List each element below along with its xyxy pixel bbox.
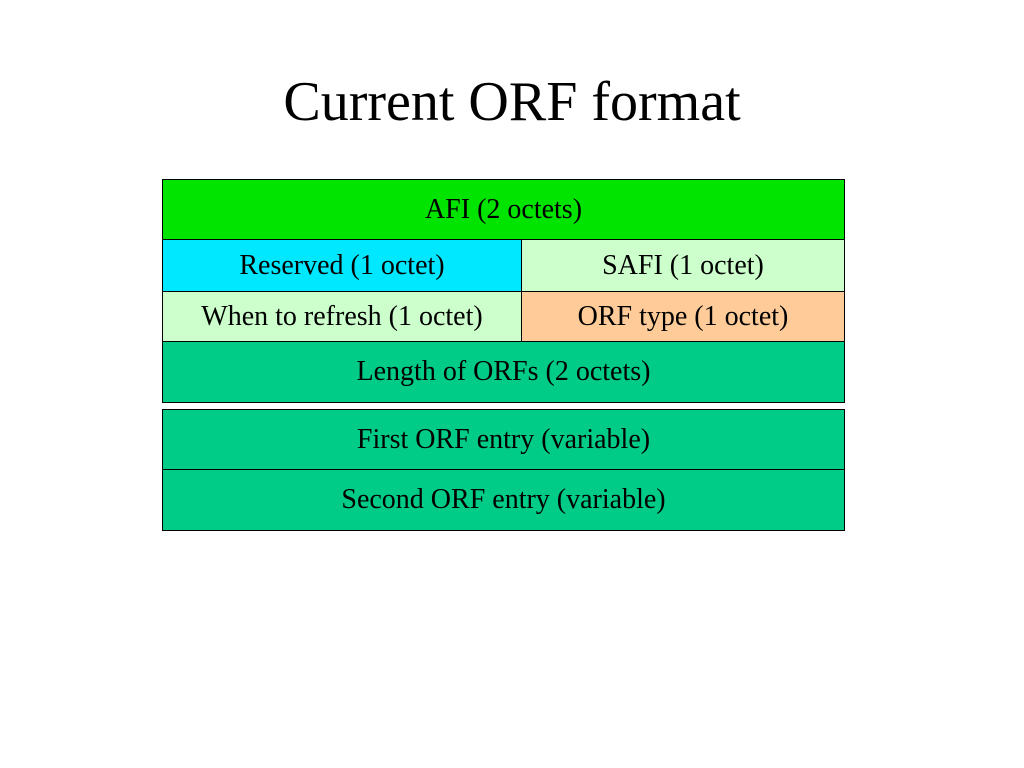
refresh-type-row: When to refresh (1 octet) ORF type (1 oc…	[163, 292, 844, 342]
when-to-refresh-field: When to refresh (1 octet)	[163, 292, 522, 341]
reserved-field: Reserved (1 octet)	[163, 240, 522, 291]
afi-field-label: AFI (2 octets)	[424, 193, 583, 225]
orf-header-block: AFI (2 octets) Reserved (1 octet) SAFI (…	[162, 179, 845, 403]
reserved-field-label: Reserved (1 octet)	[239, 249, 445, 281]
second-orf-entry-field: Second ORF entry (variable)	[163, 470, 844, 530]
orf-type-field-label: ORF type (1 octet)	[577, 300, 789, 332]
safi-field: SAFI (1 octet)	[522, 240, 844, 291]
safi-field-label: SAFI (1 octet)	[602, 249, 764, 281]
first-orf-entry-label: First ORF entry (variable)	[356, 423, 651, 455]
afi-field: AFI (2 octets)	[163, 180, 844, 239]
afi-row: AFI (2 octets)	[163, 180, 844, 240]
second-entry-row: Second ORF entry (variable)	[163, 470, 844, 530]
first-orf-entry-field: First ORF entry (variable)	[163, 410, 844, 469]
second-orf-entry-label: Second ORF entry (variable)	[341, 484, 666, 515]
orf-entries-block: First ORF entry (variable) Second ORF en…	[162, 409, 845, 531]
when-to-refresh-field-label: When to refresh (1 octet)	[201, 300, 483, 332]
orf-type-field: ORF type (1 octet)	[522, 292, 844, 341]
slide-title: Current ORF format	[283, 71, 741, 133]
length-of-orfs-field-label: Length of ORFs (2 octets)	[356, 356, 651, 387]
reserved-safi-row: Reserved (1 octet) SAFI (1 octet)	[163, 240, 844, 292]
first-entry-row: First ORF entry (variable)	[163, 410, 844, 470]
length-of-orfs-field: Length of ORFs (2 octets)	[163, 342, 844, 402]
length-row: Length of ORFs (2 octets)	[163, 342, 844, 402]
